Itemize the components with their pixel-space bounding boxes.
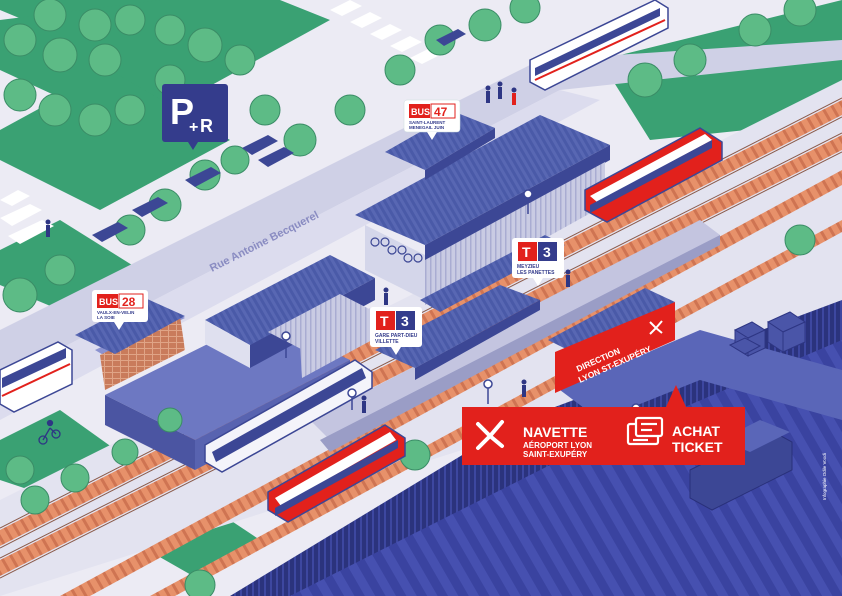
- tram-platform: [310, 220, 720, 440]
- navette-title: NAVETTE: [523, 424, 587, 440]
- tram-part-dieu-line: 3: [401, 313, 409, 329]
- tram-part-dieu-dest-2: VILLETTE: [375, 339, 399, 345]
- bus-28-dest-2: LA SOIE: [97, 315, 115, 320]
- canopy-shelters: [205, 255, 375, 378]
- bus-vehicle-left: [0, 341, 73, 413]
- bus-47-dest-1: SAINT-LAURENT: [409, 120, 445, 125]
- rhonexpress-logo-icon: [476, 420, 504, 450]
- crosswalk-top: [0, 0, 442, 244]
- svg-text:P: P: [170, 91, 194, 132]
- tram-red-bottom: [267, 424, 406, 523]
- parked-cars: [92, 29, 466, 242]
- bus-28-line: 28: [122, 295, 136, 309]
- tram-white: [204, 359, 373, 473]
- tram-part-dieu-dest-1: GARE PART-DIEU: [375, 333, 418, 339]
- tram-stop-marker-part-dieu[interactable]: T 3 GARE PART-DIEU VILLETTE: [370, 307, 422, 355]
- tram-stop-marker-meyzieu[interactable]: T 3 MEYZIEU LES PANETTES: [512, 238, 564, 286]
- tram-part-dieu-tag: T: [380, 313, 389, 329]
- bus-shelter-47: [385, 112, 495, 180]
- bike-shelter: [355, 115, 610, 305]
- bus-vehicle-top: [529, 0, 669, 91]
- credit-text: Infographie Odile Voodi: [822, 453, 827, 500]
- tram-meyzieu-line: 3: [543, 244, 551, 260]
- achat-line1: ACHAT: [672, 423, 720, 439]
- tram-meyzieu-dest-1: MEYZIEU: [517, 264, 540, 270]
- shuttle-ticket-callout[interactable]: NAVETTE AÉROPORT LYON SAINT-EXUPÉRY ACHA…: [462, 385, 745, 465]
- bus-47-line: 47: [434, 105, 448, 119]
- bus-47-tag: BUS: [411, 107, 430, 117]
- tram-red-top: [584, 127, 723, 223]
- cyclist: [38, 419, 61, 445]
- bus-28-dest-1: VAULX-EN-VELIN: [97, 310, 134, 315]
- bus-stop-marker-28[interactable]: BUS 28 VAULX-EN-VELIN LA SOIE: [92, 290, 148, 330]
- ticket-icon: [626, 416, 664, 446]
- bus-shelter-28: [75, 298, 185, 354]
- tram-meyzieu-tag: T: [522, 244, 531, 260]
- achat-line2: TICKET: [672, 439, 723, 455]
- tram-meyzieu-dest-2: LES PANETTES: [517, 270, 555, 276]
- bus-47-dest-2: MENEGAIL JUIN: [409, 125, 444, 130]
- navette-line2: SAINT-EXUPÉRY: [523, 450, 588, 459]
- crates: [728, 311, 807, 357]
- direction-shelter: [548, 288, 675, 393]
- svg-text:+: +: [189, 119, 198, 136]
- bus-stop-marker-47[interactable]: BUS 47 SAINT-LAURENT MENEGAIL JUIN: [403, 99, 461, 140]
- rhonexpress-sign-icon: [649, 320, 663, 335]
- bus-28-tag: BUS: [99, 297, 118, 307]
- park-and-ride-icon: P + R: [162, 84, 228, 150]
- trees: [2, 0, 817, 596]
- svg-text:R: R: [200, 116, 213, 136]
- pedestrians: [45, 81, 571, 413]
- depot-roof: [290, 340, 842, 596]
- navette-line1: AÉROPORT LYON: [523, 441, 592, 450]
